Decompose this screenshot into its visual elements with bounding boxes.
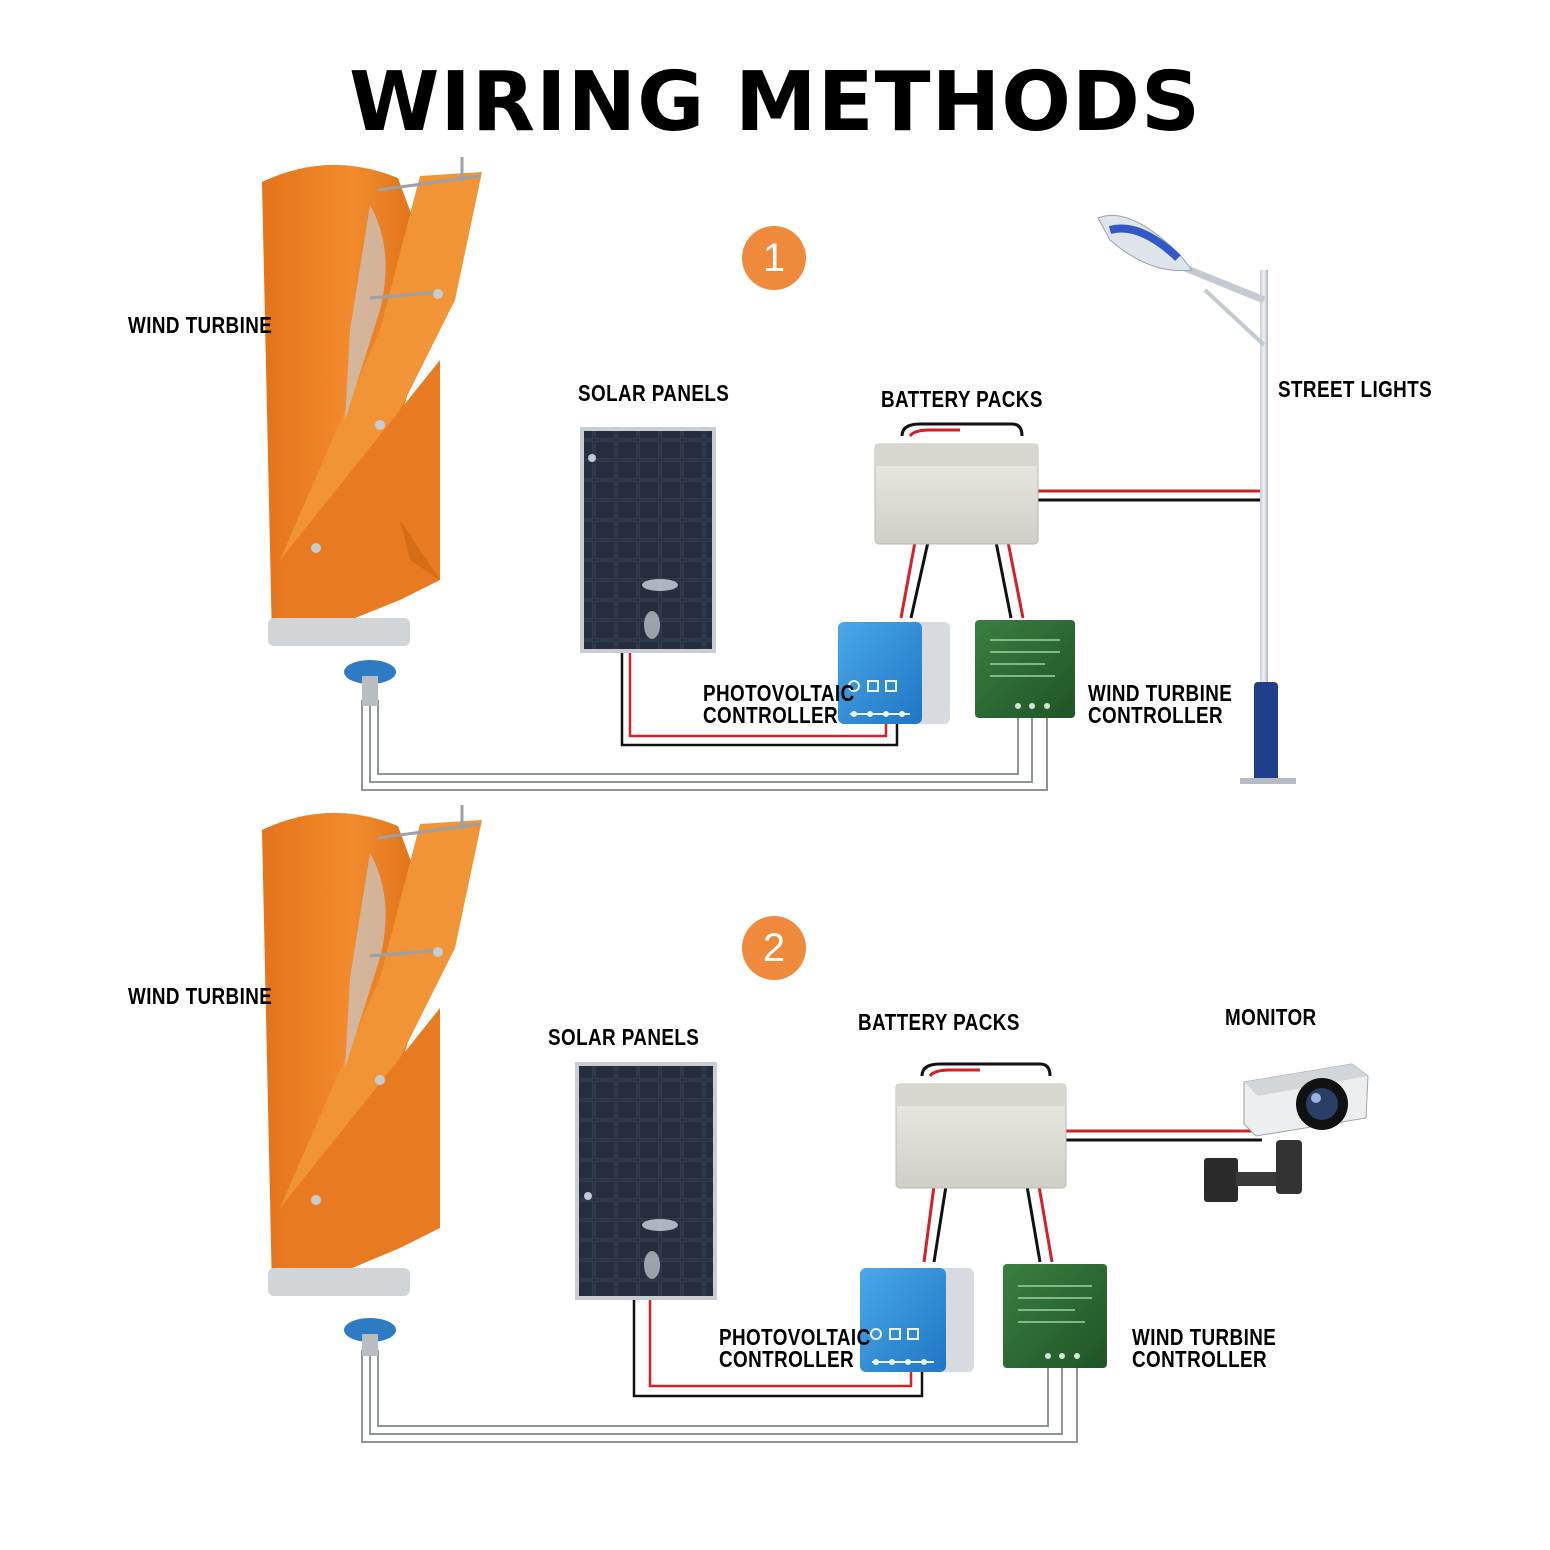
diagram-1-wind-turbine-label: WIND TURBINE [128, 312, 273, 338]
wind-turbine-2-graphic [262, 805, 482, 1356]
diagram-1-pv-controller-label-line2: CONTROLLER [703, 702, 839, 728]
wind-turbine-1-graphic [262, 157, 482, 706]
diagram-1-solar-panels-label: SOLAR PANELS [578, 380, 730, 406]
diagram-1-pv-controller-label-line1: PHOTOVOLTAIC [703, 680, 855, 706]
diagram-1-wind-controller-label-line1: WIND TURBINE [1088, 680, 1233, 706]
battery-pack-2-graphic [895, 1062, 1067, 1189]
solar-panel-1-graphic [580, 427, 716, 653]
diagram-2-wires [361, 1129, 1262, 1443]
diagram-2-monitor-label: MONITOR [1225, 1004, 1317, 1030]
diagram-1-wind-controller-label-line2: CONTROLLER [1088, 702, 1224, 728]
battery-pack-1-graphic [874, 422, 1039, 545]
security-camera-graphic [1204, 1063, 1369, 1202]
diagram-2-wind-controller-label-line2: CONTROLLER [1132, 1346, 1268, 1372]
diagram-2-solar-panels-label: SOLAR PANELS [548, 1024, 700, 1050]
wind-controller-2-graphic [1003, 1264, 1107, 1368]
page-title: WIRING METHODS [348, 55, 1202, 150]
solar-panel-2-graphic [575, 1062, 717, 1300]
diagram-1-street-lights-label: STREET LIGHTS [1278, 376, 1433, 402]
diagram-2-wind-turbine-label: WIND TURBINE [128, 983, 273, 1009]
diagram-1-battery-packs-label: BATTERY PACKS [881, 386, 1043, 412]
diagram-2-battery-packs-label: BATTERY PACKS [858, 1009, 1020, 1035]
diagram-2-pv-controller-label-line1: PHOTOVOLTAIC [719, 1324, 871, 1350]
pv-controller-1-graphic [838, 622, 950, 724]
diagram-2-pv-controller-label-line2: CONTROLLER [719, 1346, 855, 1372]
diagram-1-wires [361, 489, 1262, 791]
diagram-2-wind-controller-label-line1: WIND TURBINE [1132, 1324, 1277, 1350]
wind-controller-1-graphic [975, 620, 1075, 718]
street-light-graphic [1097, 214, 1296, 784]
diagram-1-number-badge: 1 [742, 226, 806, 290]
pv-controller-2-graphic [860, 1268, 974, 1372]
diagram-2-number-badge: 2 [742, 916, 806, 980]
